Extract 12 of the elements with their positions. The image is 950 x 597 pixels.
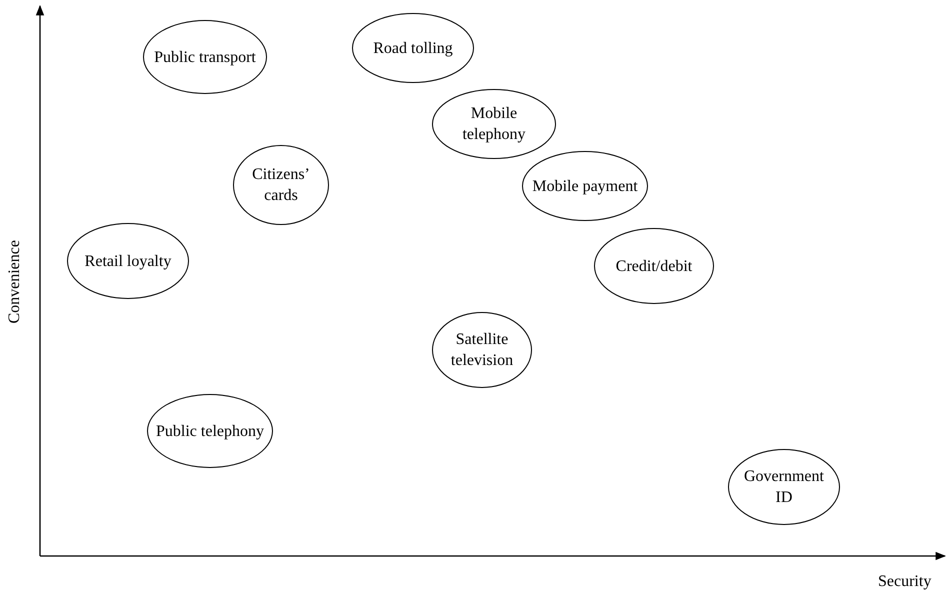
node-label: Credit/debit	[614, 256, 694, 276]
node-label: Road tolling	[372, 38, 454, 58]
node-label: Public transport	[153, 48, 257, 68]
node-label: Mobile payment	[531, 176, 639, 196]
y-axis-label: Convenience	[6, 240, 24, 324]
node-label: Satellite television	[450, 330, 514, 371]
node-label: Citizens’ cards	[251, 165, 311, 206]
x-axis-label: Security	[878, 573, 932, 591]
node-label: Mobile telephony	[461, 104, 527, 145]
node-label: Retail loyalty	[84, 252, 172, 272]
node-label: Public telephony	[155, 422, 265, 442]
node-label: Government ID	[743, 467, 825, 508]
